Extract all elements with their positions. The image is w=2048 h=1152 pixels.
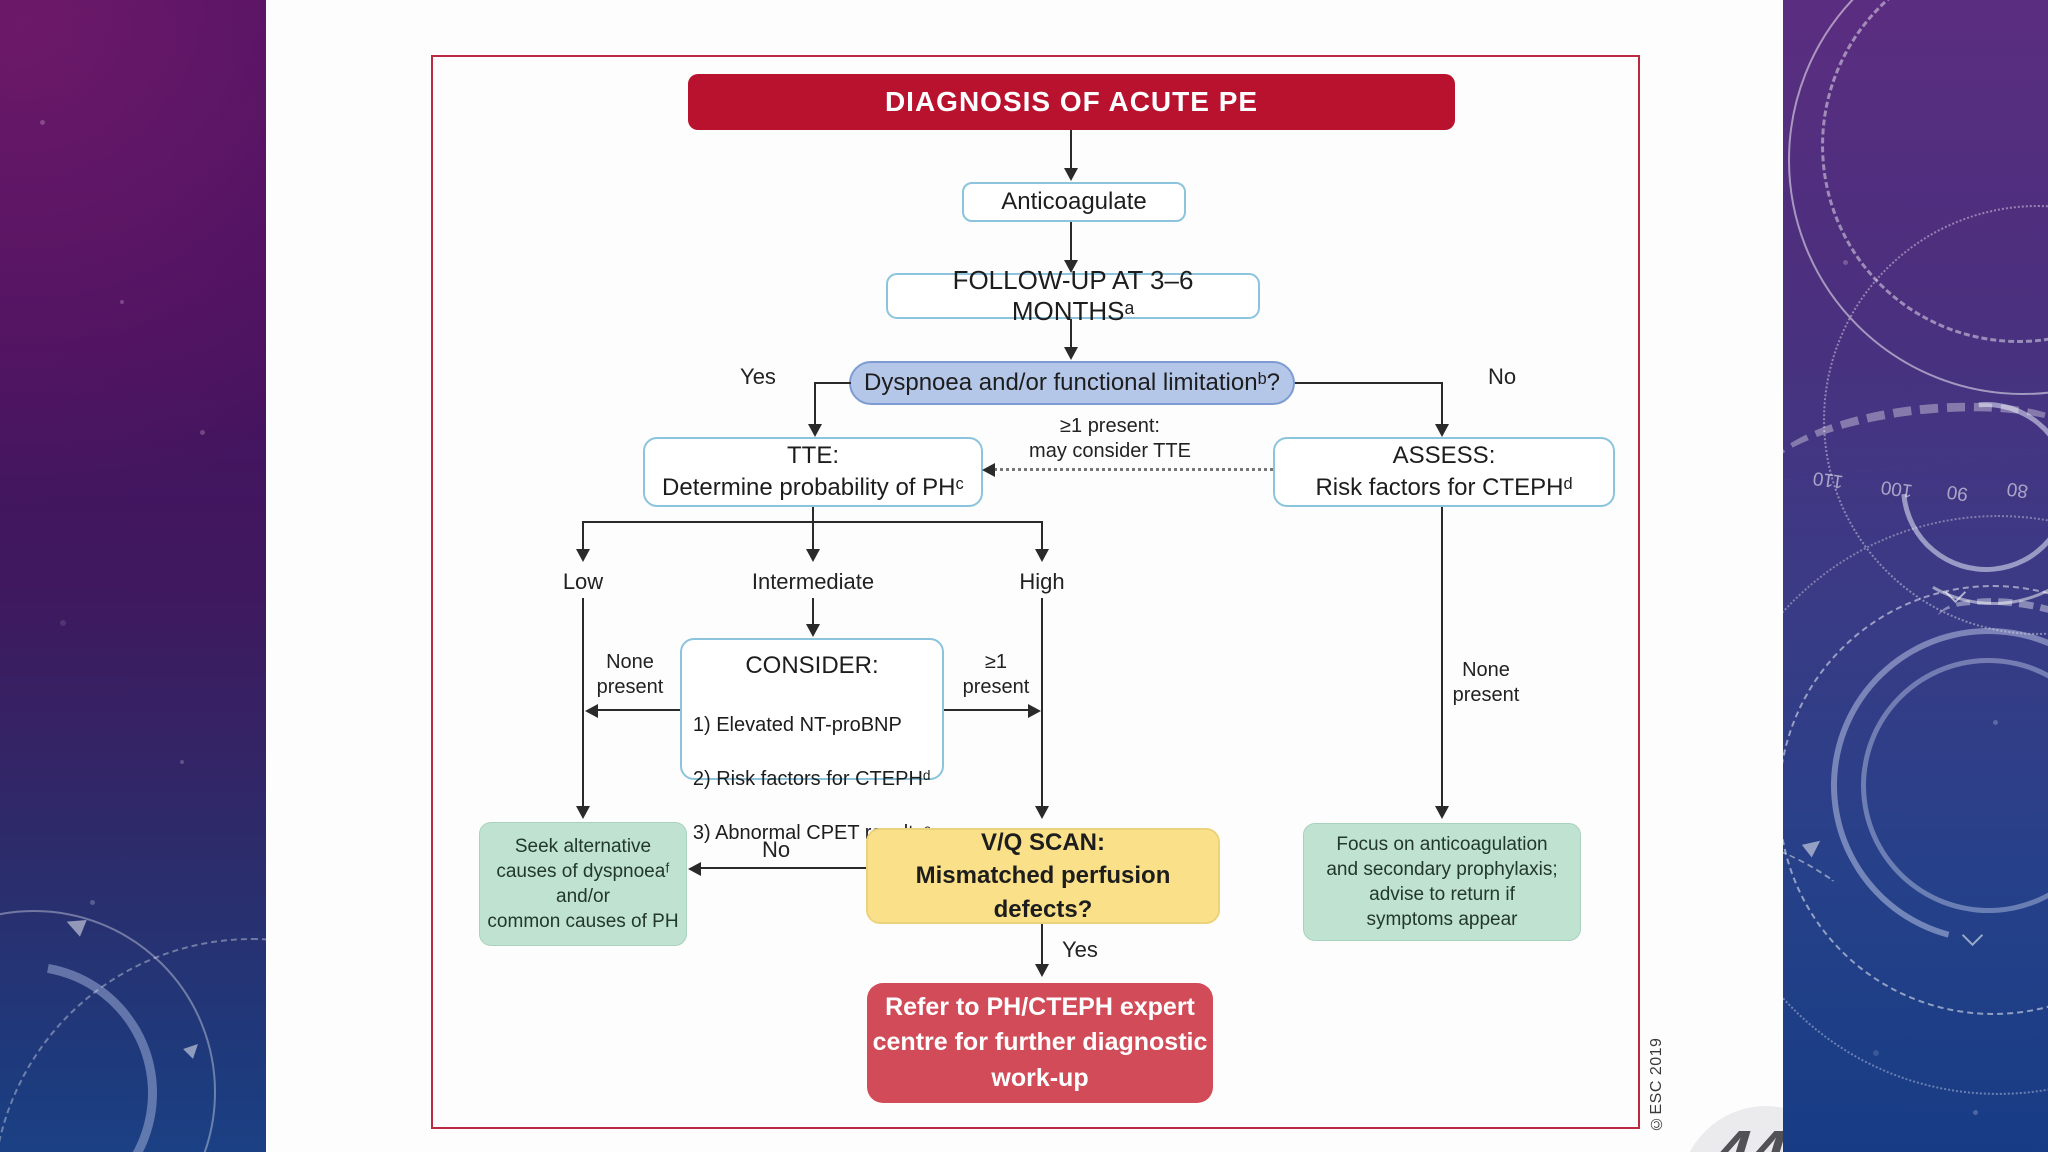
vq-scan-title: V/Q SCAN: [980,828,1105,856]
label-no: No [1487,364,1517,389]
edge-dyspnoea-no [1295,382,1443,384]
focus-label: Focus on anticoagulation and secondary p… [1326,833,1558,931]
consider-item-1: 1) Elevated NT-proBNP [692,714,902,737]
arrowhead-down-icon [1064,260,1078,273]
dial-number: 100 [1879,475,1914,502]
edge-dyspnoea-yes [815,382,851,384]
arrow-anticoagulate-to-followup [1070,222,1072,260]
node-assess: ASSESS: Risk factors for CTEPHᵈ [1273,437,1615,507]
edge-high-to-vq [1041,598,1043,806]
arrowhead-down-icon [1435,806,1449,819]
edge-low-to-seek [582,598,584,806]
edge-dyspnoea-no-drop [1441,382,1443,424]
anticoagulate-label: Anticoagulate [1001,188,1147,215]
edge-vq-no [700,867,866,869]
edge-tte-stem [812,507,814,523]
label-none-present-left: None present [596,651,664,698]
consider-item-2: 2) Risk factors for CTEPHᵈ [692,768,931,791]
edge-consider-none [597,709,680,711]
arrowhead-down-icon [1435,424,1449,437]
edge-consider-ge1 [944,709,1028,711]
dial-number: 110 [1811,466,1845,493]
edge-assess-to-focus [1441,507,1443,806]
node-tte: TTE: Determine probability of PHᶜ [643,437,983,507]
arrowhead-left-icon [688,862,701,876]
node-consider: CONSIDER: 1) Elevated NT-proBNP 2) Risk … [680,638,944,844]
label-low: Low [562,569,604,594]
assess-subtitle: Risk factors for CTEPHᵈ [1315,474,1573,501]
node-vq-scan: V/Q SCAN: Mismatched perfusion defects? [866,828,1220,924]
label-none-present-right: None present [1452,659,1520,706]
dial-number: 90 [1945,480,1970,505]
page-number: 44 [1710,1116,1789,1152]
arrowhead-down-icon [1064,168,1078,181]
tte-title: TTE: [787,442,839,470]
flowchart-frame [431,55,1640,1129]
label-yes2: Yes [1062,937,1098,962]
tte-subtitle: Determine probability of PHᶜ [662,474,964,501]
arrowhead-down-icon [1064,347,1078,360]
node-focus-anticoagulation: Focus on anticoagulation and secondary p… [1303,823,1581,941]
label-ge1-present: ≥1 present [962,651,1030,698]
edge-intermediate-to-consider [812,598,814,624]
arrow-followup-to-dyspnoea [1070,319,1072,347]
refer-label: Refer to PH/CTEPH expert centre for furt… [872,992,1208,1092]
arrowhead-left-icon [585,704,598,718]
node-diagnosis-title: DIAGNOSIS OF ACUTE PE [688,74,1455,130]
label-high: High [1019,569,1065,594]
node-seek-alternative: Seek alternative causes of dyspnoeaᶠ and… [479,822,687,946]
edge-vq-yes [1041,924,1043,964]
consider-title: CONSIDER: [745,652,879,679]
arrowhead-left-icon [982,463,995,477]
arrowhead-right-icon [1028,704,1041,718]
node-followup: FOLLOW-UP AT 3–6 MONTHSᵃ [886,265,1260,326]
followup-label: FOLLOW-UP AT 3–6 MONTHSᵃ [952,265,1194,326]
arrowhead-down-icon [576,549,590,562]
label-dashed-consider-tte: ≥1 present: may consider TTE [1029,415,1191,462]
arrowhead-down-icon [806,624,820,637]
diagnosis-title-label: DIAGNOSIS OF ACUTE PE [884,86,1259,117]
arrowhead-down-icon [1035,549,1049,562]
arrowhead-down-icon [1035,964,1049,977]
seek-alternative-label: Seek alternative causes of dyspnoeaᶠ and… [487,835,679,933]
node-anticoagulate: Anticoagulate [962,182,1186,222]
arrowhead-down-icon [576,806,590,819]
esc-copyright: ©ESC 2019 [1648,1037,1665,1132]
arrowhead-down-icon [808,424,822,437]
edge-assess-to-tte-dashed [994,468,1273,471]
edge-drop-low [582,521,584,549]
arrowhead-down-icon [1035,806,1049,819]
arrowhead-down-icon [806,549,820,562]
vq-scan-subtitle: Mismatched perfusion defects? [915,862,1171,923]
edge-drop-intermediate [812,521,814,549]
label-yes: Yes [740,364,776,389]
arrow-title-to-anticoagulate [1070,130,1072,168]
node-dyspnoea-question: Dyspnoea and/or functional limitationᵇ? [849,361,1295,405]
right-decor-band: 110 100 90 80 [1783,0,2048,1152]
edge-drop-high [1041,521,1043,549]
label-no2: No [761,837,791,862]
dial-number: 80 [2005,477,2030,502]
assess-title: ASSESS: [1392,442,1496,470]
edge-dyspnoea-yes-drop [814,382,816,424]
node-refer-expert-centre: Refer to PH/CTEPH expert centre for furt… [867,983,1213,1103]
left-decor-band [0,0,266,1152]
label-intermediate: Intermediate [751,569,875,594]
dyspnoea-label: Dyspnoea and/or functional limitationᵇ? [864,369,1280,396]
